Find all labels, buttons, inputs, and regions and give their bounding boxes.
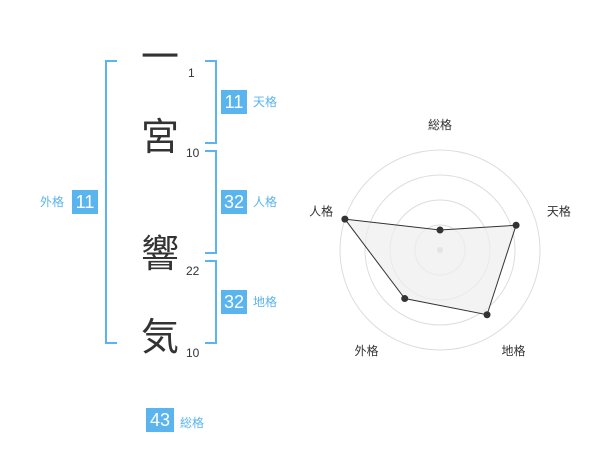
- radar-point-1: [436, 226, 444, 234]
- name-char-2: 宮: [140, 115, 179, 159]
- chikaku-label: 地格: [253, 295, 278, 309]
- radar-shape: [341, 215, 520, 319]
- radar-axis-label-2: 天格: [547, 203, 571, 218]
- gaikaku-bracket: [105, 60, 117, 344]
- gaikaku-value: 11: [72, 190, 98, 214]
- tenkaku-label: 天格: [253, 95, 278, 109]
- name-char-4: 気: [140, 315, 179, 359]
- soukaku-value: 43: [146, 408, 174, 432]
- name-char-1: 一: [140, 35, 179, 79]
- tenkaku-bracket: [205, 60, 217, 144]
- stroke-count-2: 10: [186, 146, 200, 160]
- jinkaku-label: 人格: [253, 195, 278, 209]
- stroke-count-1: 1: [188, 66, 195, 80]
- radar-point-5: [341, 215, 349, 223]
- stroke-count-3: 22: [186, 264, 200, 278]
- chikaku-value: 32: [221, 290, 247, 314]
- radar-axis-label-4: 外格: [355, 343, 379, 358]
- jinkaku-value: 32: [221, 190, 247, 214]
- name-char-3: 響: [140, 232, 179, 276]
- radar-area: [343, 218, 517, 316]
- radar-axis-label-1: 総格: [428, 117, 452, 132]
- radar-ring: [339, 149, 541, 351]
- stroke-count-4: 10: [186, 346, 200, 360]
- radar-point-3: [483, 311, 491, 319]
- chikaku-bracket: [205, 260, 217, 344]
- radar-point-2: [512, 221, 520, 229]
- jinkaku-bracket: [205, 150, 217, 254]
- radar-axis-label-3: 地格: [501, 343, 525, 358]
- radar-axis-label-5: 人格: [309, 203, 333, 218]
- radar-ring: [364, 174, 516, 326]
- radar-point-4: [401, 295, 409, 303]
- soukaku-label: 総格: [180, 416, 205, 430]
- tenkaku-value: 11: [221, 90, 247, 114]
- gaikaku-label: 外格: [40, 195, 65, 209]
